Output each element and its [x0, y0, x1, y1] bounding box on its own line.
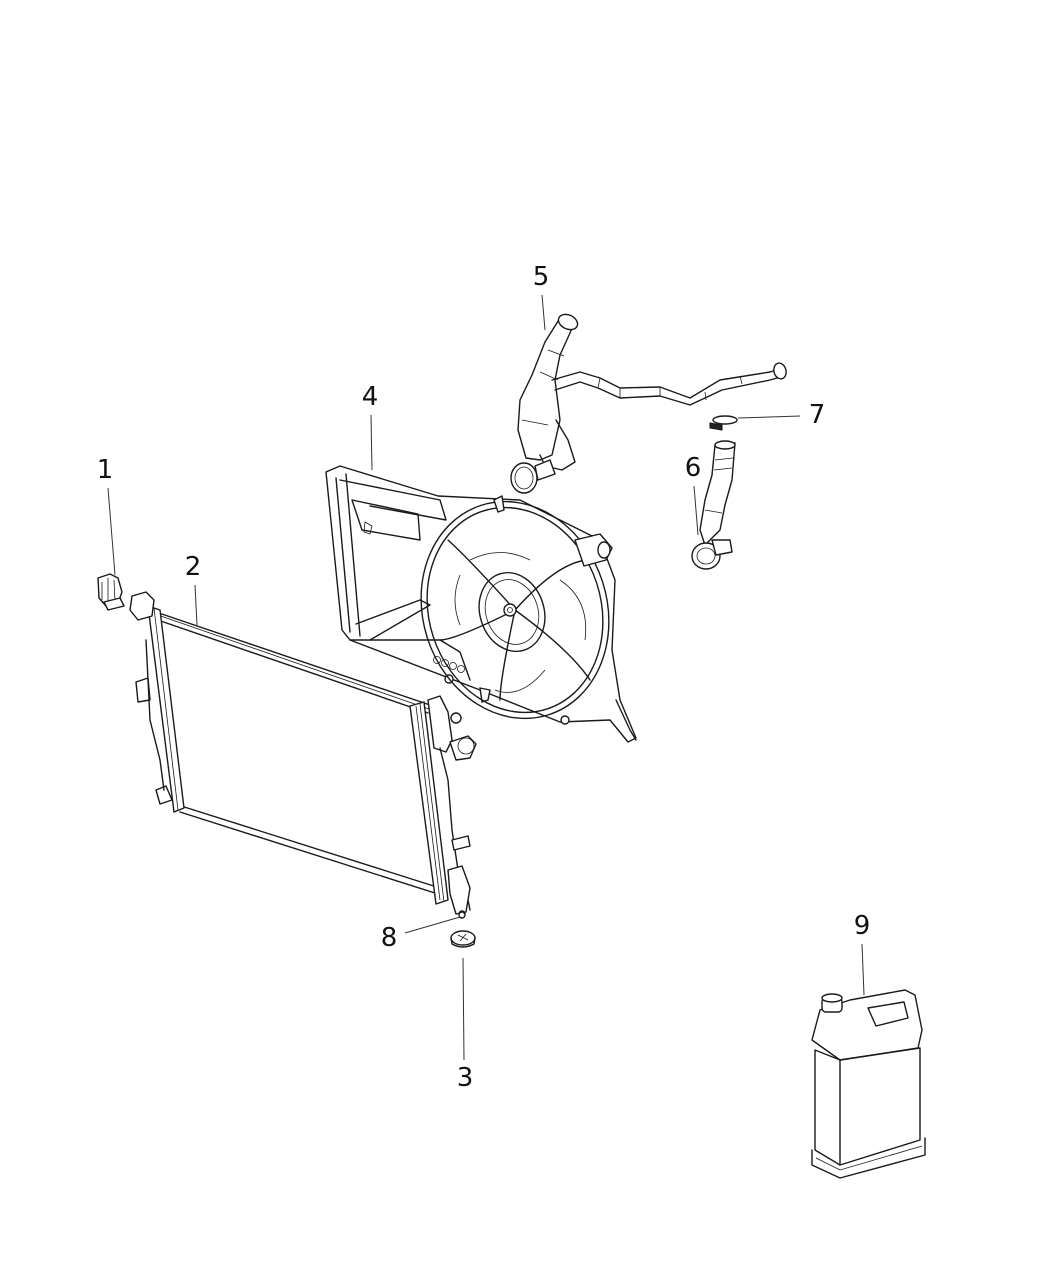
- leader-lines: [107, 294, 865, 1061]
- part-1-bracket-clip[interactable]: [97, 573, 125, 611]
- leader-line-5: [541, 294, 546, 331]
- leader-line-7: [737, 415, 801, 419]
- part-5-upper-hose[interactable]: [510, 311, 788, 494]
- part-4-cooling-fan-module[interactable]: [325, 465, 637, 743]
- callout-3[interactable]: 3: [456, 1063, 474, 1093]
- callout-5[interactable]: 5: [532, 262, 550, 292]
- leader-line-9: [861, 943, 865, 996]
- leader-line-6: [693, 485, 699, 536]
- callout-1[interactable]: 1: [96, 455, 114, 485]
- callout-4[interactable]: 4: [361, 382, 379, 412]
- callout-2[interactable]: 2: [184, 552, 202, 582]
- part-3-drain-cap[interactable]: [450, 930, 476, 948]
- leader-line-1: [107, 487, 116, 576]
- part-9-coolant-jug[interactable]: [811, 989, 926, 1179]
- part-8-drain-plug[interactable]: [458, 911, 466, 919]
- part-7-hose-clamp[interactable]: [709, 415, 738, 431]
- leader-line-4: [370, 414, 373, 471]
- leader-line-8: [404, 916, 461, 934]
- callout-8[interactable]: 8: [380, 923, 398, 953]
- part-6-lower-hose[interactable]: [691, 440, 736, 570]
- leader-line-2: [194, 584, 198, 626]
- callout-9[interactable]: 9: [853, 911, 871, 941]
- callout-7[interactable]: 7: [808, 400, 826, 430]
- part-2-radiator[interactable]: [129, 591, 477, 918]
- leader-line-3: [462, 957, 465, 1061]
- callout-6[interactable]: 6: [684, 453, 702, 483]
